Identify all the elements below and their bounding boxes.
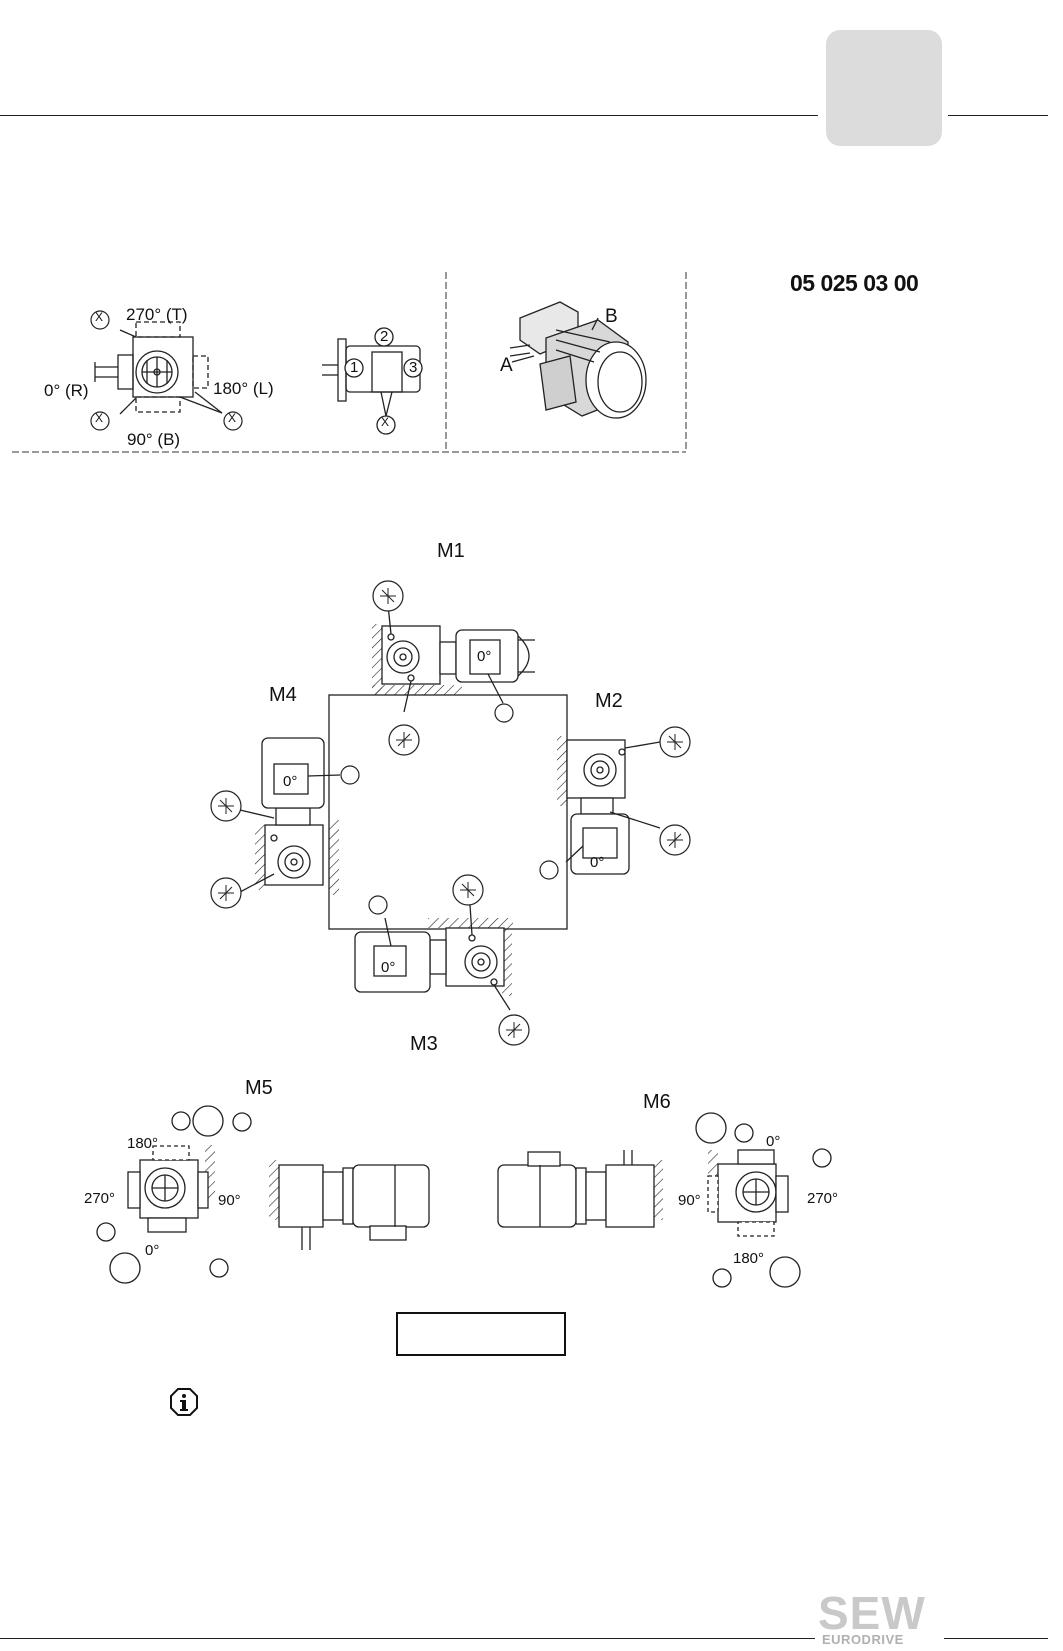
m3-label: M3 bbox=[410, 1033, 438, 1055]
angle-right-label: 180° (L) bbox=[213, 379, 274, 398]
sew-eurodrive-logo: SEW EURODRIVE bbox=[818, 1590, 938, 1650]
marker-x: X bbox=[381, 415, 390, 429]
wall-hatches bbox=[205, 624, 718, 1220]
overview-gear-side bbox=[322, 327, 423, 435]
m2-label: M2 bbox=[595, 690, 623, 712]
mounting-plate bbox=[328, 694, 568, 930]
logo-sub: EURODRIVE bbox=[822, 1632, 904, 1647]
overview-marker-icons bbox=[90, 310, 243, 431]
m3-terminal-angle: 0° bbox=[381, 959, 396, 976]
angle-left-label: 0° (R) bbox=[44, 381, 89, 400]
m6-label: M6 bbox=[643, 1091, 671, 1113]
overview-gear-front bbox=[94, 321, 223, 415]
header-rule-right bbox=[948, 115, 1048, 116]
m5-angle-bottom: 0° bbox=[145, 1242, 160, 1259]
m5-side bbox=[278, 1164, 430, 1250]
caption-box bbox=[396, 1312, 566, 1356]
m5-angle-top: 180° bbox=[127, 1135, 159, 1152]
shaft-a-label: A bbox=[500, 355, 513, 376]
m6-angle-top: 0° bbox=[766, 1133, 781, 1150]
header-rule-left bbox=[0, 115, 818, 116]
m2-terminal-angle: 0° bbox=[590, 854, 605, 871]
overview-motor-perspective bbox=[509, 301, 647, 419]
marker-x: X bbox=[95, 310, 104, 324]
angle-top-label: 270° (T) bbox=[126, 305, 188, 324]
logo-brand: SEW bbox=[818, 1587, 926, 1639]
overview-frame bbox=[12, 272, 687, 453]
position-2-label: 2 bbox=[380, 328, 389, 345]
m2-gearmotor bbox=[565, 739, 661, 875]
position-3-label: 3 bbox=[409, 359, 418, 376]
m6-front bbox=[695, 1112, 832, 1288]
marker-x: X bbox=[228, 411, 237, 425]
m3-gearmotor bbox=[354, 904, 511, 1011]
m5-angle-left: 270° bbox=[84, 1190, 116, 1207]
chapter-tab bbox=[826, 30, 942, 146]
m5-angle-right: 90° bbox=[218, 1192, 241, 1209]
marker-x: X bbox=[95, 411, 104, 425]
m4-terminal-angle: 0° bbox=[283, 773, 298, 790]
m6-angle-bottom: 180° bbox=[733, 1250, 765, 1267]
m6-angle-right: 270° bbox=[807, 1190, 839, 1207]
m1-label: M1 bbox=[437, 540, 465, 562]
shaft-b-label: B bbox=[605, 306, 618, 327]
m5-front bbox=[96, 1105, 252, 1284]
m1-terminal-angle: 0° bbox=[477, 648, 492, 665]
m6-angle-left: 90° bbox=[678, 1192, 701, 1209]
angle-bottom-label: 90° (B) bbox=[127, 430, 181, 449]
plug-symbol-glyphs bbox=[218, 588, 683, 1038]
m6-side bbox=[497, 1150, 655, 1228]
m5-label: M5 bbox=[245, 1077, 273, 1099]
footer-rule-right bbox=[944, 1638, 1048, 1639]
m4-gearmotor bbox=[239, 737, 341, 893]
m4-label: M4 bbox=[269, 684, 297, 706]
drawing-code: 05 025 03 00 bbox=[790, 270, 919, 296]
position-1-label: 1 bbox=[350, 359, 359, 376]
info-icon bbox=[170, 1388, 198, 1416]
footer-rule-left bbox=[0, 1638, 815, 1639]
m1-gearmotor bbox=[381, 604, 535, 713]
